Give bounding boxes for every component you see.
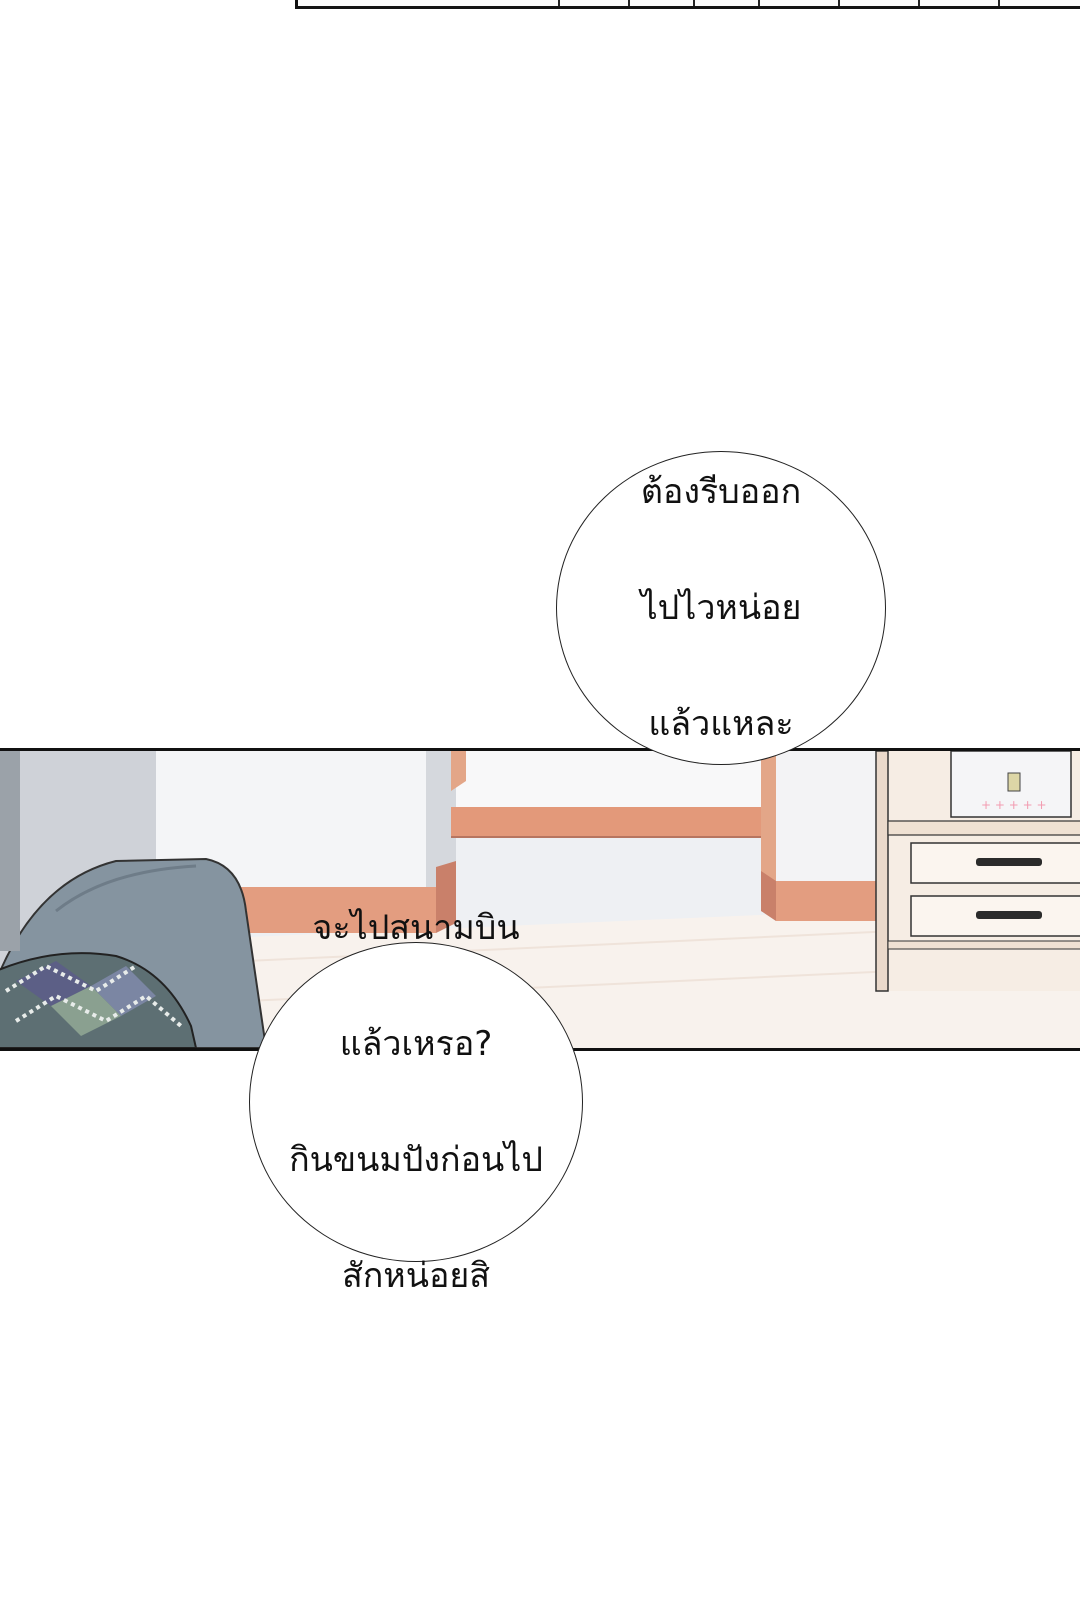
bubble-text-bottom-left: จะไปสนามบิน แล้วเหรอ? กินขนมปังก่อนไป สั… bbox=[289, 841, 543, 1363]
bubble-line: ต้องรีบออก bbox=[640, 472, 802, 512]
svg-text:+ + + + +: + + + + + bbox=[981, 798, 1047, 812]
bubble-line: กินขนมปังก่อนไป bbox=[289, 1140, 543, 1180]
baseboard-right bbox=[776, 881, 876, 921]
speech-bubble-bottom-left: จะไปสนามบิน แล้วเหรอ? กินขนมปังก่อนไป สั… bbox=[249, 908, 583, 1296]
bubble-line: จะไปสนามบิน bbox=[312, 908, 520, 948]
speech-bubble-top-right: ต้องรีบออก ไปไวหน่อย แล้วแหละ bbox=[556, 451, 886, 765]
baseboard-left bbox=[236, 887, 436, 933]
desk-top bbox=[451, 807, 771, 837]
bubble-line: สักหน่อยสิ bbox=[341, 1256, 491, 1296]
bubble-line: แล้วเหรอ? bbox=[339, 1024, 493, 1064]
previous-panel-edge bbox=[295, 0, 1080, 9]
bubble-text-top-right: ต้องรีบออก ไปไวหน่อย แล้วแหละ bbox=[641, 405, 802, 811]
drawer-handle-top bbox=[976, 858, 1042, 866]
bubble-line: แล้วแหละ bbox=[648, 704, 794, 744]
bubble-line: ไปไวหน่อย bbox=[640, 588, 802, 628]
drawer-handle-bottom bbox=[976, 911, 1042, 919]
